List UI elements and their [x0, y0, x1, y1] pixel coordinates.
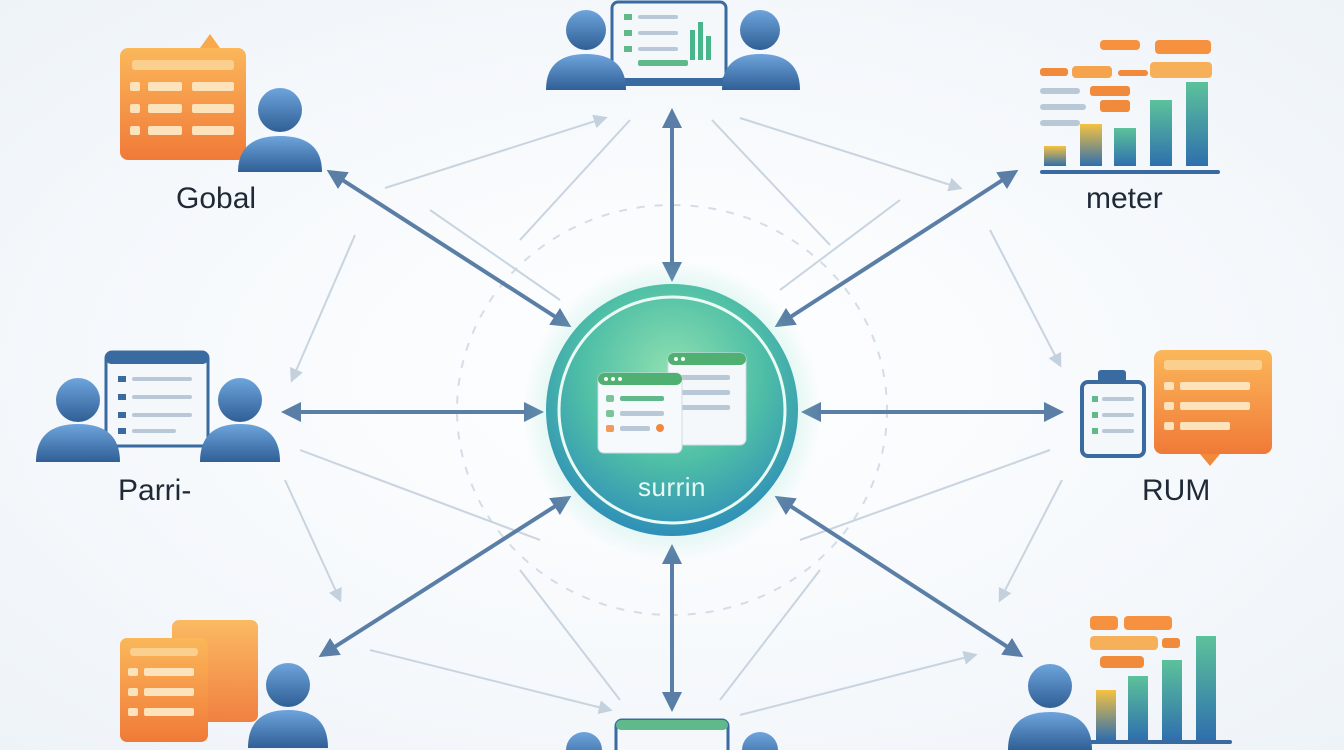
bar-chart-icon: [1040, 40, 1220, 174]
node-bottom-right[interactable]: [1008, 616, 1232, 750]
node-right[interactable]: [1080, 350, 1272, 466]
arrow-top-right: [774, 169, 1019, 328]
node-left[interactable]: [36, 350, 280, 462]
bar-chart-user-icon: [1008, 616, 1232, 750]
node-top-right[interactable]: [1040, 40, 1220, 174]
monitor-users-icon: [566, 718, 778, 750]
monitor-users-icon: [36, 350, 280, 462]
dashboard-windows-icon: [597, 352, 747, 454]
node-left-label: Parri-: [118, 474, 192, 507]
arrow-top-left: [326, 169, 572, 328]
node-top[interactable]: [546, 0, 800, 90]
center-hub[interactable]: [522, 260, 822, 560]
node-top-right-label: meter: [1086, 182, 1163, 215]
arrow-bottom-right: [774, 495, 1024, 658]
node-top-left[interactable]: [120, 34, 322, 172]
dashboard-user-icon: [120, 620, 328, 748]
node-bottom[interactable]: [566, 718, 778, 750]
laptop-users-icon: [546, 0, 800, 90]
node-top-left-label: Gobal: [176, 182, 257, 215]
dashboard-user-icon: [120, 34, 322, 172]
node-bottom-left[interactable]: [120, 620, 328, 748]
tablet-dashboard-icon: [1080, 350, 1272, 466]
center-hub-label: surrin: [637, 472, 706, 502]
arrow-bottom-left: [318, 495, 572, 658]
node-right-label: RUM: [1142, 474, 1211, 507]
main-arrows: [281, 108, 1064, 712]
